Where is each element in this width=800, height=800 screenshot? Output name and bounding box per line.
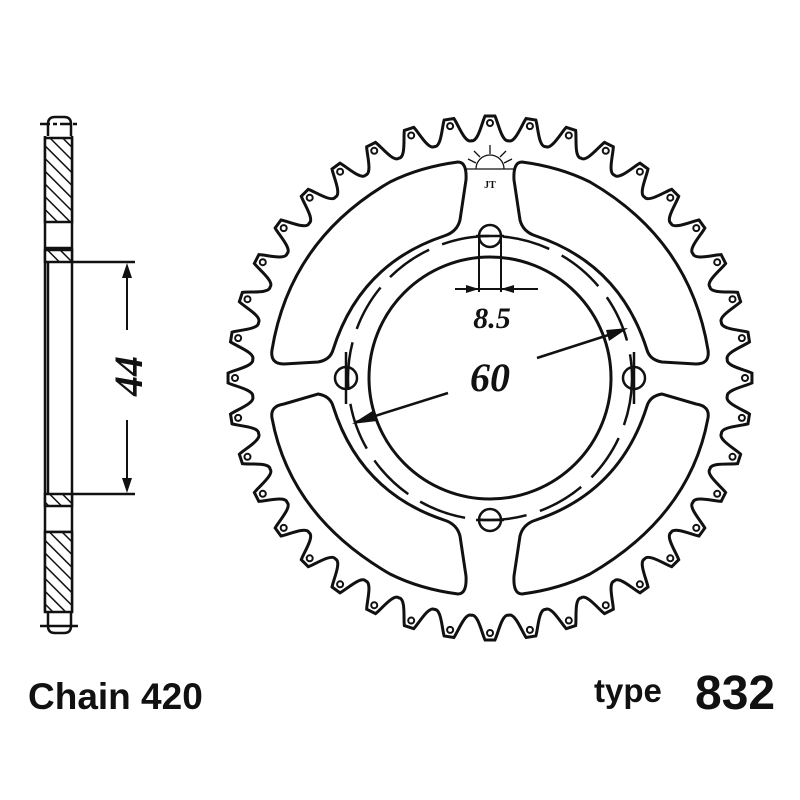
type-label: type [594,672,662,709]
tooth-tip-mark [258,489,267,498]
window-bottom-right [512,392,710,596]
tooth-tip-mark [243,452,252,461]
tooth-tip-mark [728,295,737,304]
side-bottom-cap [46,612,73,635]
tooth-tip-mark [737,413,746,422]
side-top-cap [46,115,73,136]
tooth-tip-mark [741,374,749,382]
tooth-tip-mark [737,334,746,343]
center-bore [367,255,613,501]
arrow-down-icon [122,478,132,493]
window-top-left [270,160,468,366]
logo-mark: JT [484,180,496,191]
tooth-tip-mark [692,224,701,233]
tooth-tip-mark [713,258,722,267]
side-view [40,115,135,635]
tooth-tip-mark [407,131,416,140]
front-view [226,114,754,642]
tooth-tip-mark [666,554,675,563]
tooth-tip-mark [305,193,314,202]
tooth-tip-mark [234,413,243,422]
tooth-tip-mark [525,625,534,634]
tooth-tip-mark [305,554,314,563]
side-hatch-hub-top [43,248,74,264]
arrow-down-left-icon [352,410,377,424]
dimension-8-5-label: 8.5 [473,302,511,335]
tooth-tip-mark [525,122,534,131]
bolt-holes [333,223,647,533]
window-bottom-left [270,392,468,596]
sprocket-teeth-outline [226,114,754,642]
side-hatch-bottom [43,530,74,614]
dimension-60 [352,328,628,424]
arrow-right-icon [466,285,479,293]
tooth-tip-mark [234,334,243,343]
tooth-tip-mark [279,224,288,233]
tooth-tip-mark [692,523,701,532]
tooth-tip-mark [601,146,610,155]
arrow-left-icon [501,285,514,293]
sun-logo-icon [464,145,516,170]
side-hatch-hub-bottom [43,492,74,508]
arrow-up-right-icon [606,328,628,341]
tooth-tip-mark [370,601,379,610]
chain-size-label: Chain 420 [28,676,203,717]
tooth-tip-mark [231,374,239,382]
tooth-tip-mark [635,580,644,589]
tooth-tip-mark [279,523,288,532]
tooth-tip-mark [564,616,573,625]
tooth-tip-mark [446,625,455,634]
tooth-tip-mark [486,119,494,127]
tooth-tip-mark [243,295,252,304]
type-number: 832 [695,667,776,720]
tooth-tip-mark [258,258,267,267]
dimension-8-5 [455,236,538,293]
window-top-right [512,160,710,366]
dimension-60-label: 60 [470,355,510,400]
side-dimension-44: 44 [106,356,151,397]
tooth-tip-mark [486,629,494,637]
tooth-tip-mark [370,146,379,155]
side-hatch-top [43,136,74,224]
tooth-tip-mark [601,601,610,610]
tooth-tip-mark [635,167,644,176]
tooth-tip-mark [564,131,573,140]
tooth-tip-mark [713,489,722,498]
tooth-tip-mark [446,122,455,131]
tooth-tip-mark [336,580,345,589]
arrow-up-icon [122,263,132,278]
tooth-tip-mark [407,616,416,625]
tooth-tip-mark [336,167,345,176]
tooth-tip-mark [666,193,675,202]
tooth-tip-mark [728,452,737,461]
